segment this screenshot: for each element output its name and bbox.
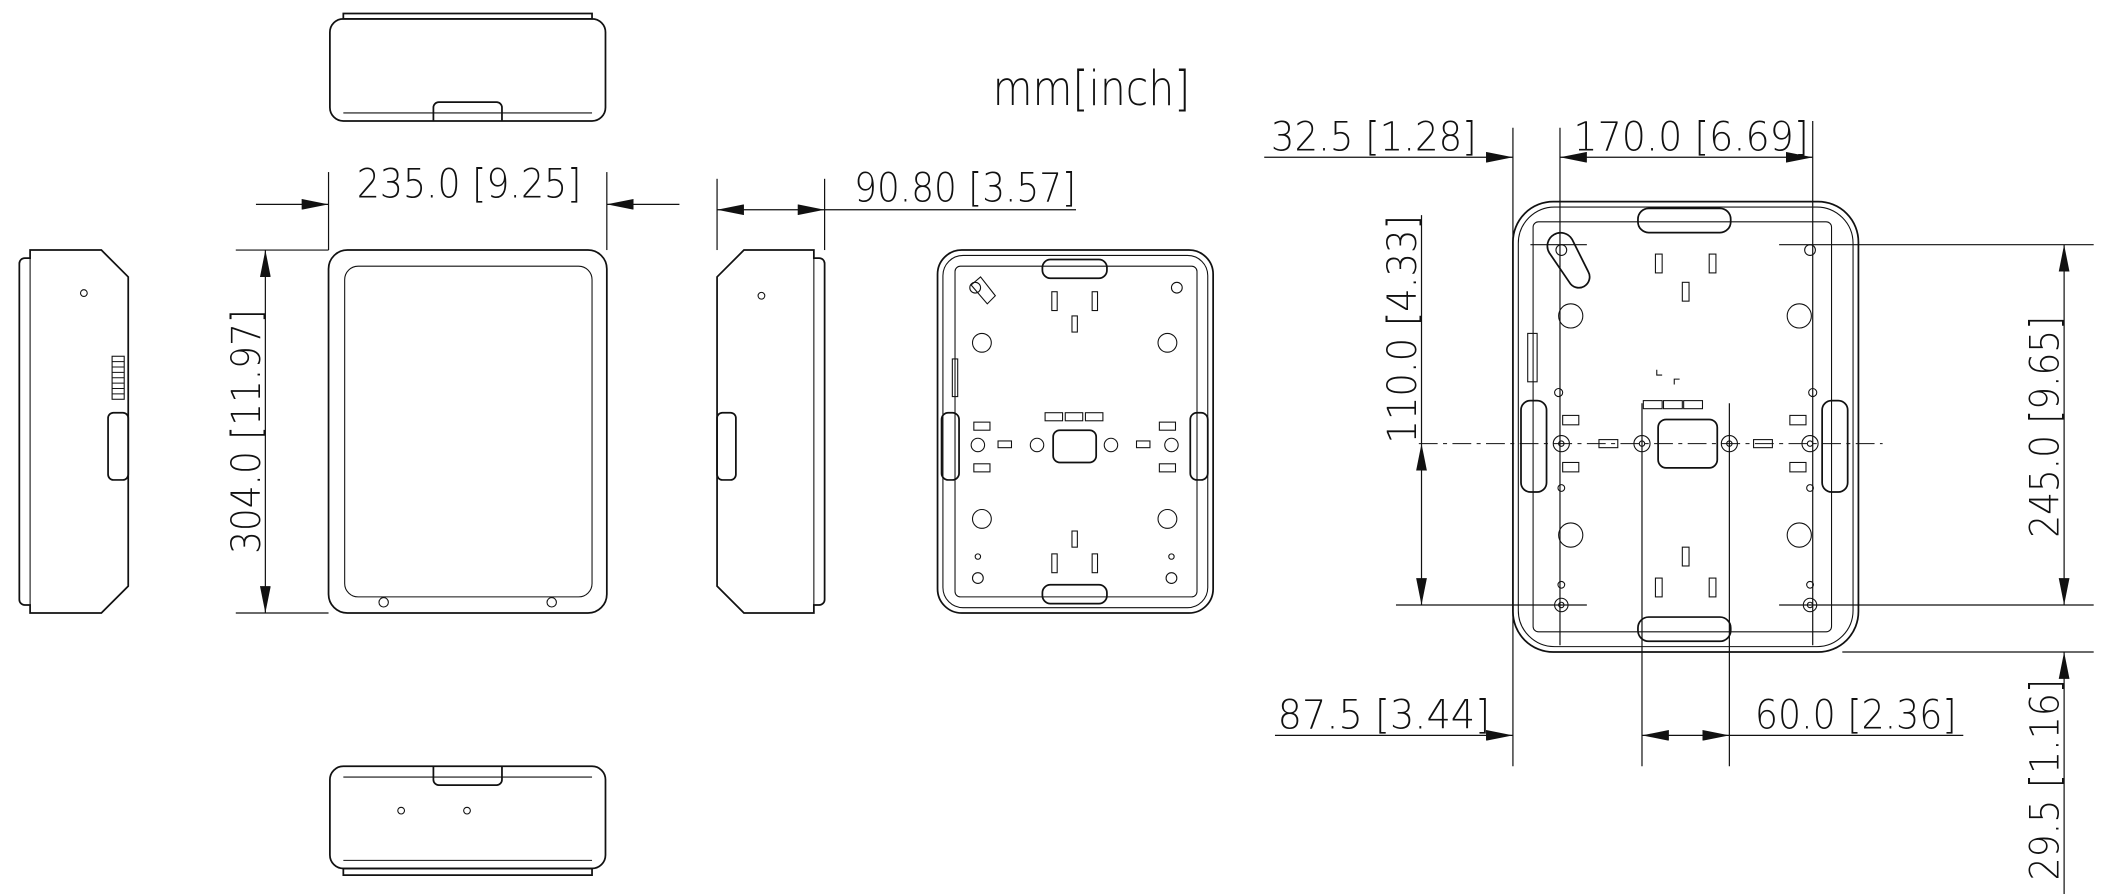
bottom-view (329, 765, 607, 877)
keyhole-icon (1555, 244, 1568, 256)
connector-icon (1527, 332, 1538, 383)
keyhole-icon (969, 281, 982, 294)
left-offset-label: 32.5 [1.28] (1271, 114, 1477, 161)
front-width-label: 235.0 [9.25] (357, 161, 582, 208)
back-view (936, 249, 1215, 614)
center-spacing-label: 60.0 [2.36] (1755, 692, 1957, 739)
screw-icon (546, 597, 557, 608)
hole-spacing-v-label: 245.0 [9.65] (2022, 316, 2069, 538)
hole-spacing-h-label: 170.0 [6.69] (1573, 114, 1808, 161)
mounting-detail-view: 32.5 [1.28] 170.0 [6.69] 87.5 [3.44] 60.… (1264, 114, 2094, 894)
center-offset-label: 87.5 [3.44] (1278, 692, 1490, 739)
keyhole-icon (1170, 281, 1183, 294)
upper-to-center-label: 110.0 [4.33] (1379, 215, 1426, 444)
right-side-view: 90.80 [3.57] (716, 165, 1077, 614)
left-side-view (18, 249, 130, 614)
front-view: 235.0 [9.25] 304.0 [11.97] (223, 161, 680, 614)
units-label: mm[inch] (993, 61, 1191, 117)
side-depth-label: 90.80 [3.57] (854, 165, 1076, 212)
screw-icon (378, 597, 389, 608)
bottom-offset-label: 29.5 [1.16] (2022, 679, 2069, 881)
top-view (329, 12, 607, 122)
front-height-label: 304.0 [11.97] (223, 309, 270, 554)
keyhole-icon (1804, 244, 1816, 256)
